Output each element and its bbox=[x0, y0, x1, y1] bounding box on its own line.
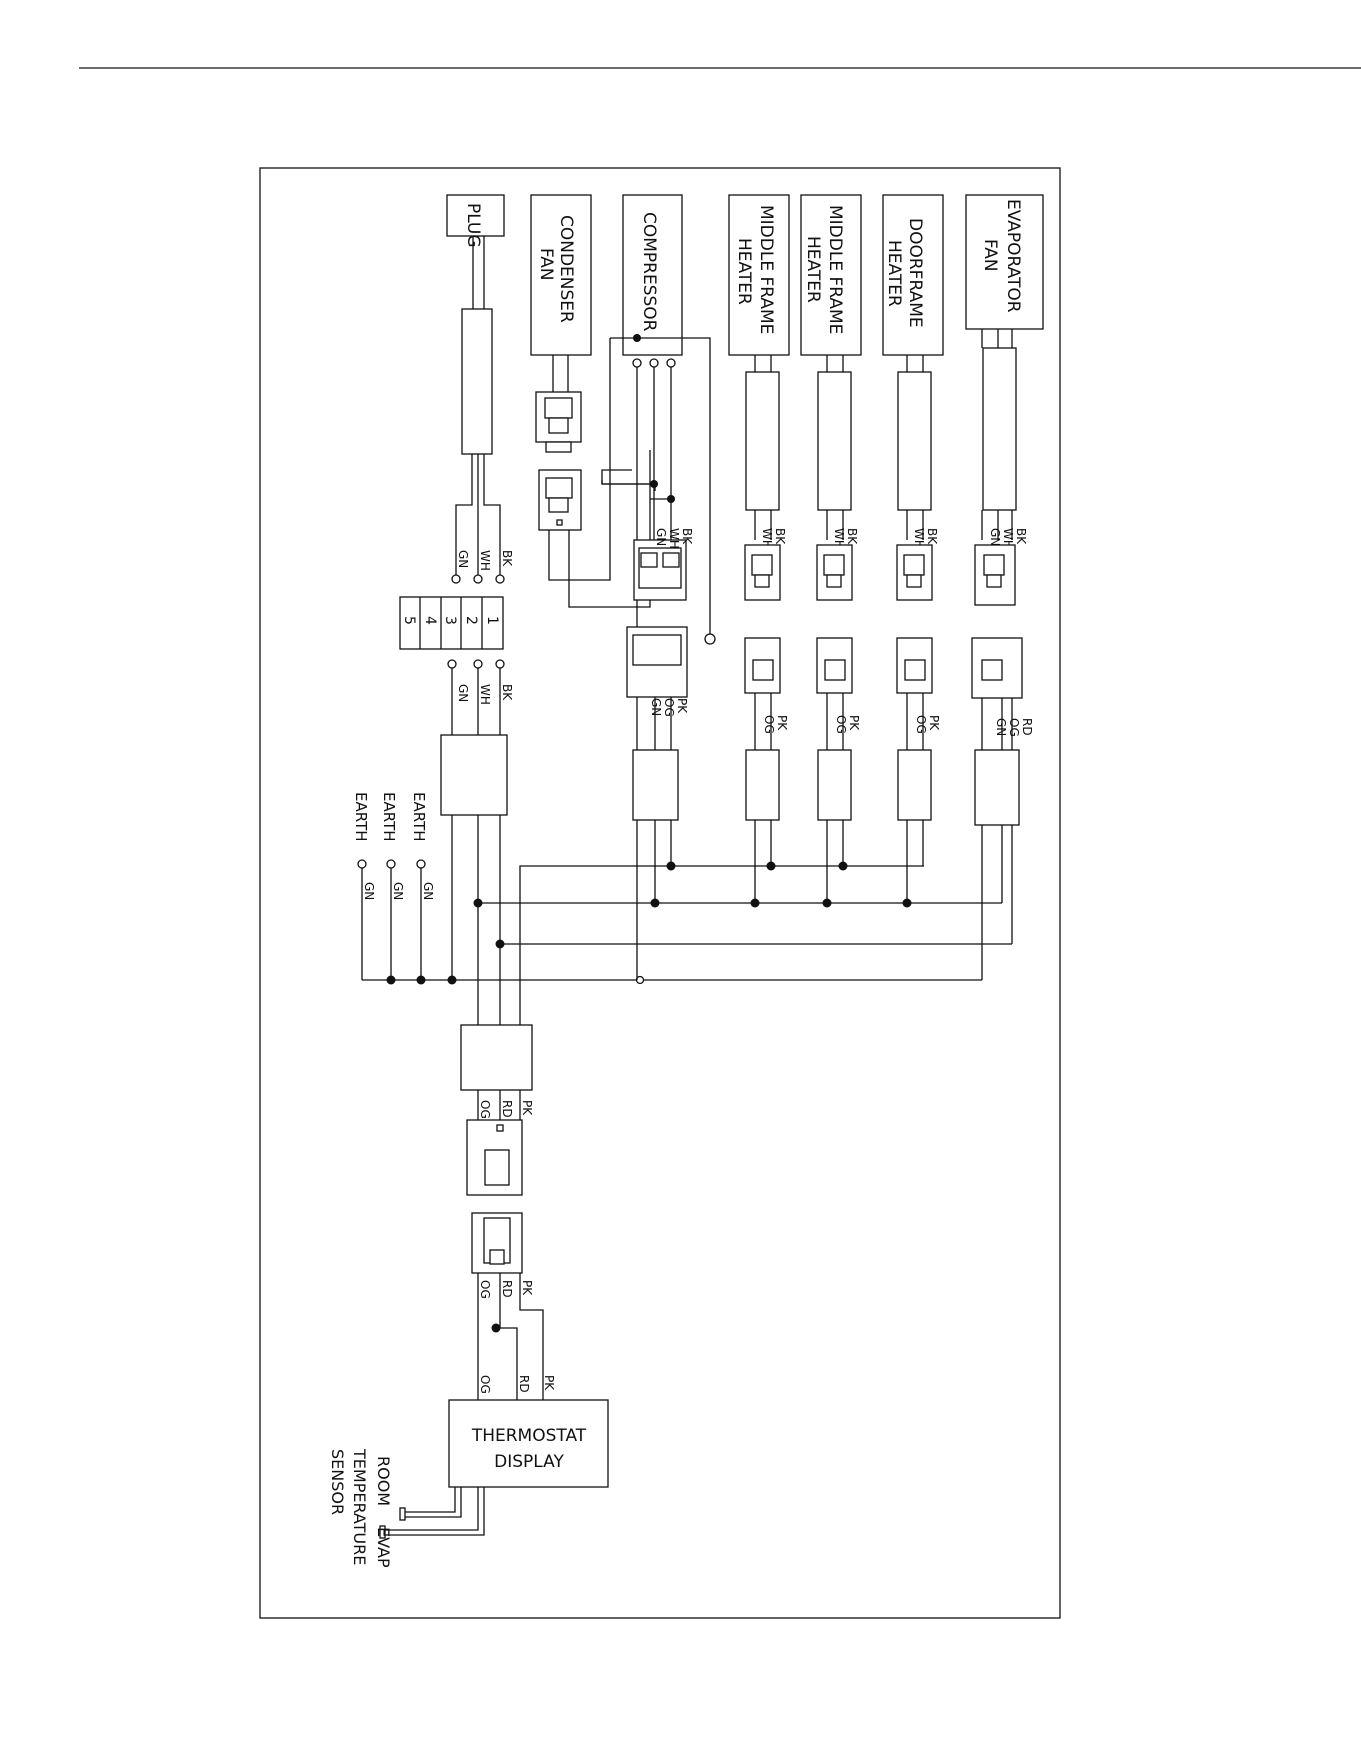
doorframe-heater-harness: BK WH PK OG bbox=[896, 355, 941, 903]
temperature-sensors: ROOM EVAP TEMPERATURE SENSOR bbox=[328, 1448, 485, 1568]
bus-lines bbox=[473, 861, 1012, 1025]
evap-wire-bk: BK bbox=[1014, 528, 1028, 545]
earth-gn-1: GN bbox=[421, 882, 435, 900]
earth-gn-3: GN bbox=[362, 882, 376, 900]
plug-wire-gn: GN bbox=[456, 550, 470, 568]
evap-out-gn: GN bbox=[994, 718, 1008, 736]
mfh2-wire-wh: WH bbox=[832, 528, 846, 549]
thermostat-label-line2: DISPLAY bbox=[494, 1452, 564, 1472]
middle-frame-heater-1-line2: HEATER bbox=[734, 238, 754, 305]
thermostat-display: THERMOSTAT DISPLAY bbox=[448, 1399, 609, 1488]
dfh-out-pk: PK bbox=[927, 715, 941, 731]
mfh1-out-og: OG bbox=[762, 715, 776, 734]
comp-wire-gn: GN bbox=[654, 528, 668, 546]
terminal-1: 1 bbox=[484, 616, 500, 625]
dfh-wire-wh: WH bbox=[912, 528, 926, 549]
evap-wire-wh: WH bbox=[1001, 528, 1015, 549]
comp-out-og: OG bbox=[662, 698, 676, 717]
condenser-fan-label-line1: CONDENSER bbox=[556, 215, 576, 323]
middle-frame-heater-1-box: MIDDLE FRAME HEATER bbox=[728, 194, 790, 356]
evap-out-rd: RD bbox=[1020, 718, 1034, 736]
earth-gn-2: GN bbox=[391, 882, 405, 900]
dfh-out-og: OG bbox=[914, 715, 928, 734]
terminal-2: 2 bbox=[463, 616, 479, 625]
earth-label-1: EARTH bbox=[410, 792, 428, 842]
comp-wire-bk: BK bbox=[680, 528, 694, 545]
mfh1-wire-bk: BK bbox=[773, 528, 787, 545]
plug-wire-bk: BK bbox=[500, 550, 514, 567]
thermostat-label-line1: THERMOSTAT bbox=[471, 1426, 587, 1446]
out-wire-bk: BK bbox=[500, 684, 514, 701]
lower-wire-rd-3: RD bbox=[517, 1375, 531, 1393]
lower-wire-rd-1: RD bbox=[500, 1100, 514, 1118]
plug-box: PLUG bbox=[446, 194, 505, 248]
lower-harness: PK RD OG PK RD OG PK RD OG bbox=[460, 1024, 556, 1400]
comp-wire-wh: WH bbox=[667, 528, 681, 549]
lower-wire-og-1: OG bbox=[478, 1100, 492, 1119]
terminal-block: 1 2 3 4 5 bbox=[399, 596, 504, 650]
out-wire-wh: WH bbox=[478, 684, 492, 705]
evaporator-fan-line2: FAN bbox=[980, 239, 1000, 272]
terminal-output-harness: BK WH GN bbox=[440, 659, 514, 1025]
doorframe-heater-box: DOORFRAME HEATER bbox=[882, 194, 944, 356]
mfh1-wire-wh: WH bbox=[760, 528, 774, 549]
middle-frame-heater-2-harness: BK WH PK OG bbox=[816, 355, 861, 903]
evap-wire-gn: GN bbox=[988, 528, 1002, 546]
plug-harness: BK WH GN bbox=[451, 236, 514, 584]
compressor-harness: BK WH GN PK OG GN bbox=[601, 334, 716, 980]
middle-frame-heater-2-line1: MIDDLE FRAME bbox=[825, 205, 845, 334]
terminal-5: 5 bbox=[401, 616, 417, 625]
earth-connections: EARTH EARTH EARTH GN GN GN bbox=[352, 792, 982, 985]
doorframe-heater-line2: HEATER bbox=[884, 240, 904, 307]
diagram-frame bbox=[259, 167, 1061, 1619]
sensor-evap-label: EVAP bbox=[374, 1527, 393, 1568]
condenser-fan-box: CONDENSER FAN bbox=[530, 194, 592, 356]
evap-out-og: OG bbox=[1007, 718, 1021, 737]
evaporator-fan-box: EVAPORATOR FAN bbox=[965, 194, 1044, 330]
earth-label-2: EARTH bbox=[380, 792, 398, 842]
comp-out-gn: GN bbox=[649, 698, 663, 716]
middle-frame-heater-2-box: MIDDLE FRAME HEATER bbox=[800, 194, 862, 356]
sensor-room-label: ROOM bbox=[374, 1456, 393, 1506]
plug-label: PLUG bbox=[463, 203, 483, 248]
middle-frame-heater-2-line2: HEATER bbox=[803, 236, 823, 303]
mfh2-wire-bk: BK bbox=[845, 528, 859, 545]
mfh2-out-og: OG bbox=[834, 715, 848, 734]
evaporator-fan-line1: EVAPORATOR bbox=[1003, 199, 1023, 313]
lower-wire-pk-2: PK bbox=[520, 1280, 534, 1296]
lower-wire-pk-3: PK bbox=[542, 1375, 556, 1391]
lower-wire-og-3: OG bbox=[478, 1375, 492, 1394]
mfh1-out-pk: PK bbox=[775, 715, 789, 731]
middle-frame-heater-1-harness: BK WH PK OG bbox=[744, 355, 789, 903]
dfh-wire-bk: BK bbox=[925, 528, 939, 545]
condenser-fan-label-line2: FAN bbox=[536, 248, 556, 281]
comp-out-pk: PK bbox=[675, 698, 689, 714]
middle-frame-heater-1-line1: MIDDLE FRAME bbox=[756, 205, 776, 334]
lower-wire-og-2: OG bbox=[478, 1280, 492, 1299]
doorframe-heater-line1: DOORFRAME bbox=[905, 218, 925, 328]
lower-wire-pk-1: PK bbox=[520, 1100, 534, 1116]
compressor-label: COMPRESSOR bbox=[639, 212, 659, 332]
earth-label-3: EARTH bbox=[352, 792, 370, 842]
sensor-temperature-label: TEMPERATURE bbox=[350, 1448, 369, 1565]
terminal-3: 3 bbox=[442, 616, 458, 625]
terminal-4: 4 bbox=[422, 616, 438, 625]
out-wire-gn: GN bbox=[456, 684, 470, 702]
compressor-box: COMPRESSOR bbox=[622, 194, 683, 356]
lower-wire-rd-2: RD bbox=[500, 1280, 514, 1298]
plug-wire-wh: WH bbox=[478, 550, 492, 571]
mfh2-out-pk: PK bbox=[847, 715, 861, 731]
sensor-sensor-label: SENSOR bbox=[328, 1449, 347, 1515]
evaporator-fan-harness: BK WH GN RD OG GN bbox=[971, 329, 1034, 980]
condenser-fan-harness bbox=[535, 355, 656, 608]
